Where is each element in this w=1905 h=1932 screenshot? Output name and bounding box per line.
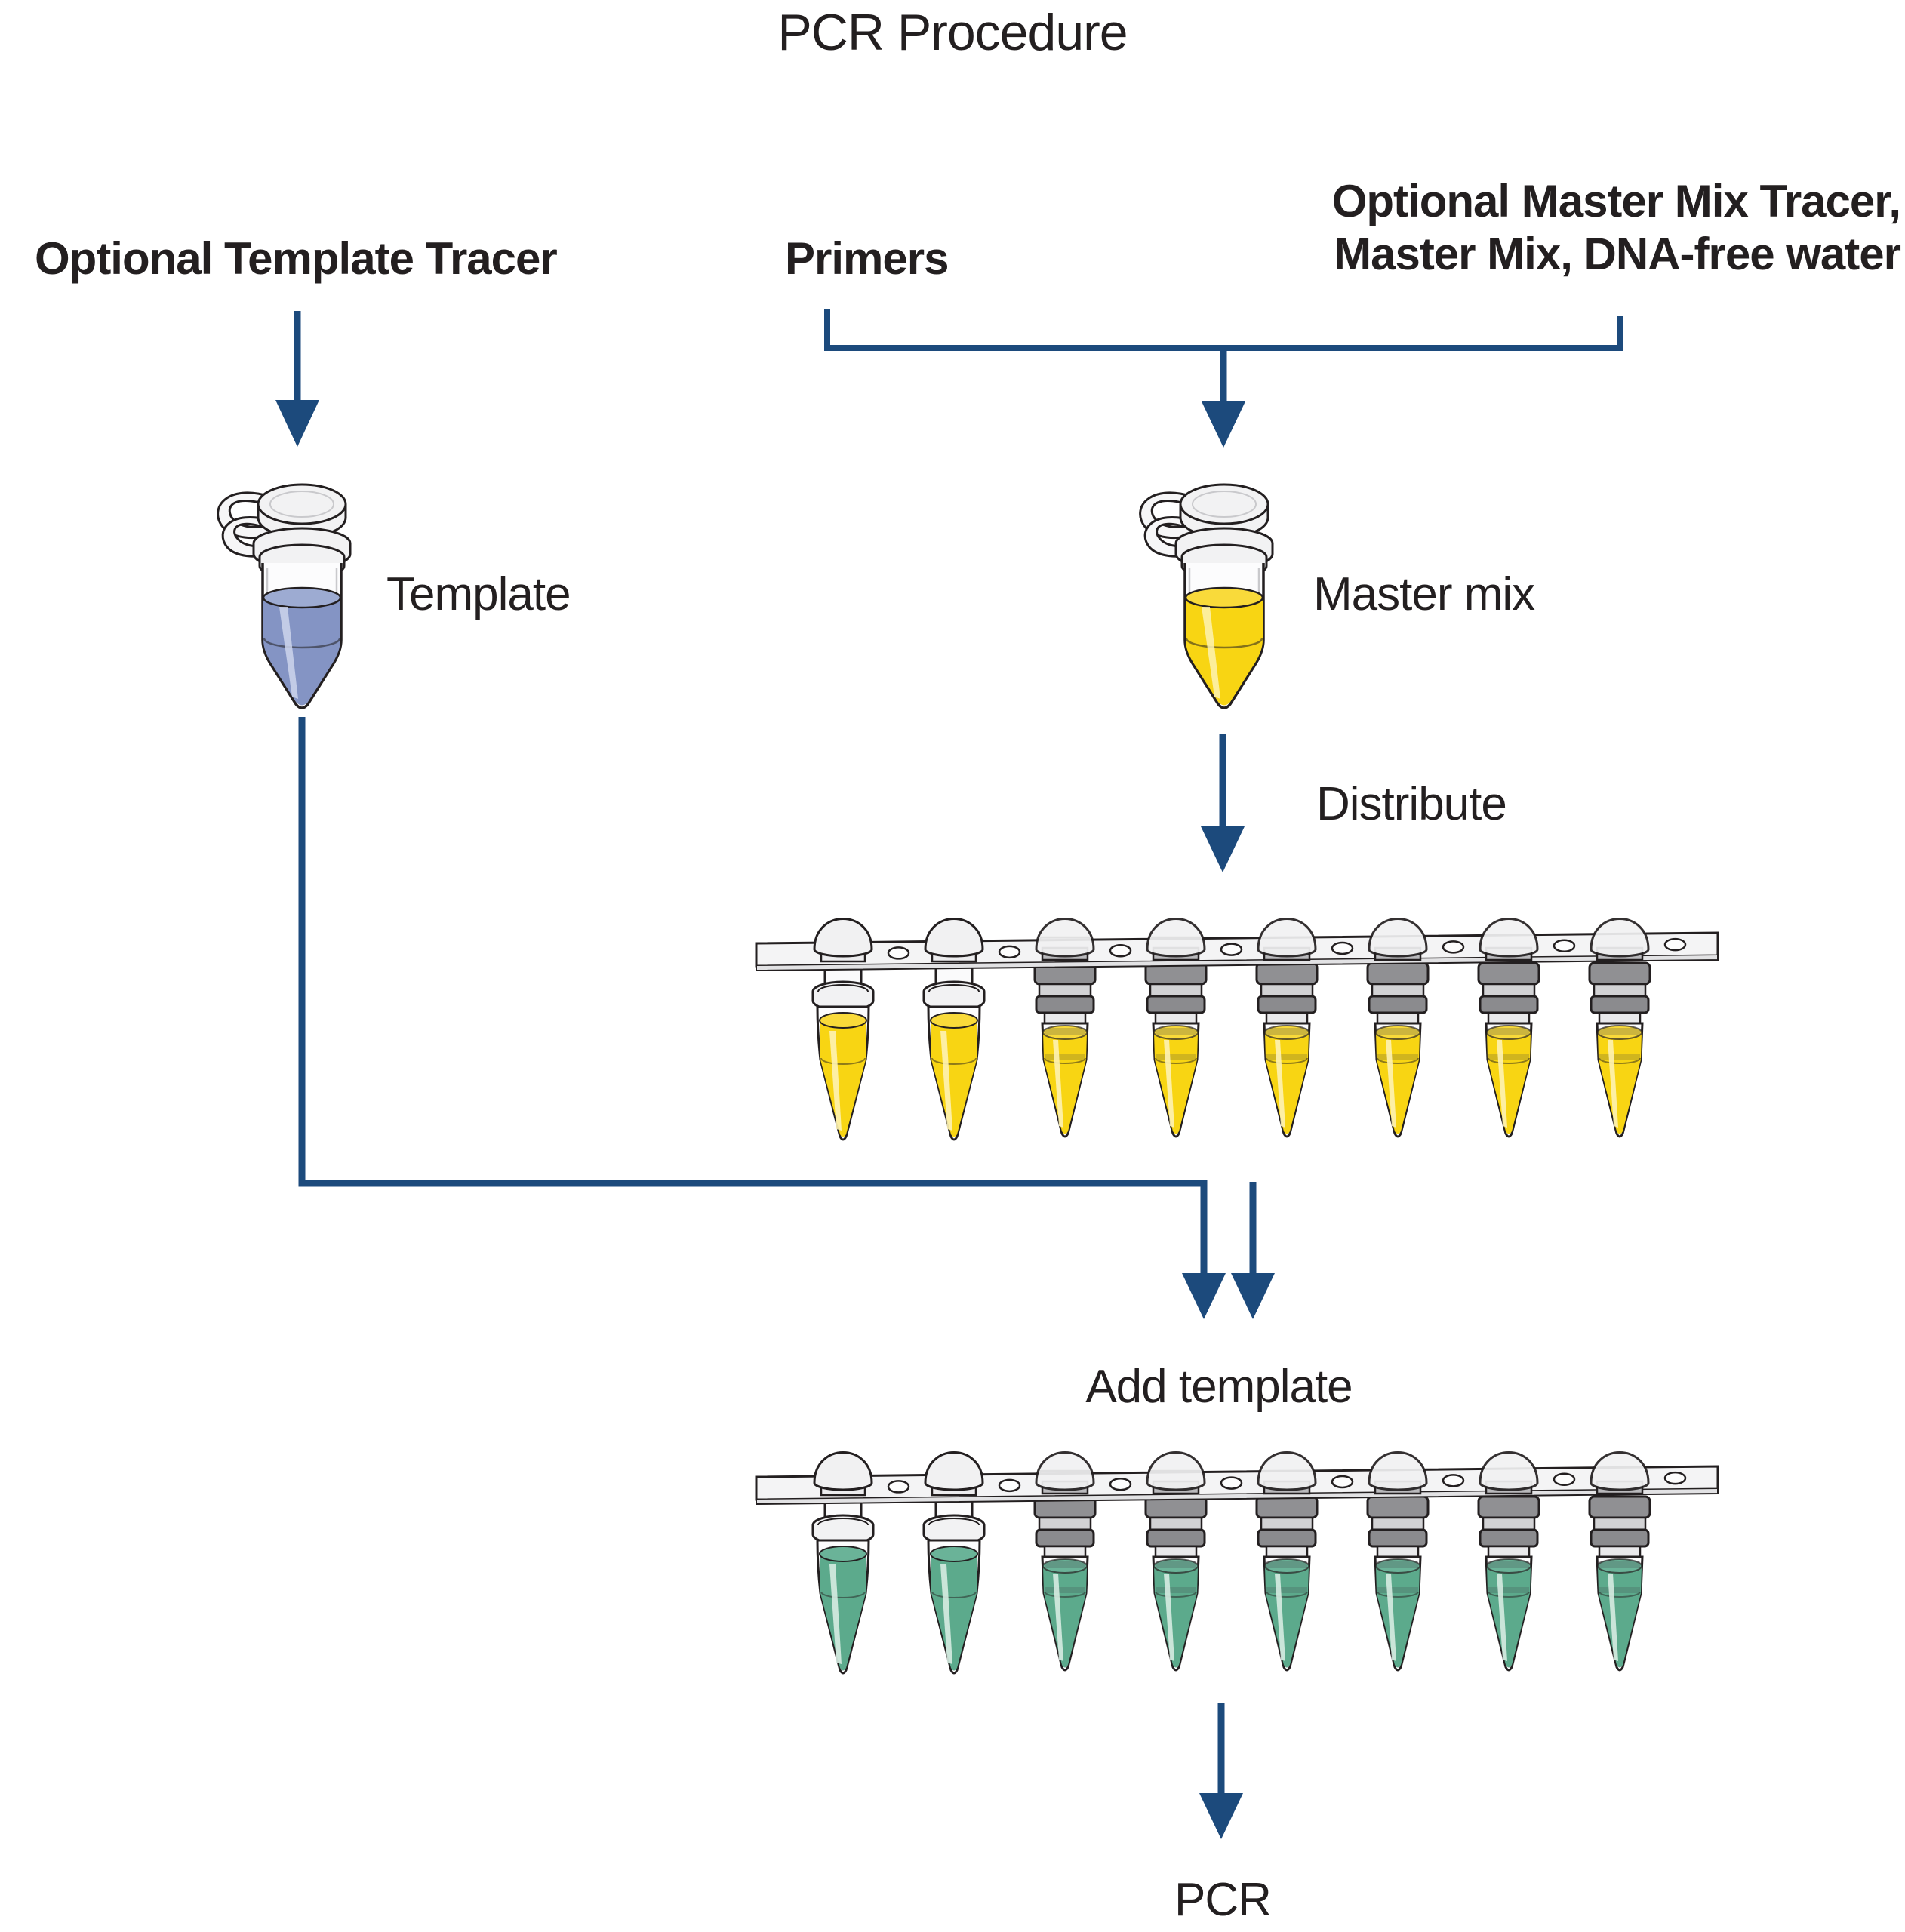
label-optional-master-mix-line2: Master Mix, DNA-free water: [1334, 229, 1901, 279]
master-mix-strip: [755, 918, 1719, 1141]
template-added-strip: [755, 1451, 1719, 1675]
label-template: Template: [386, 568, 571, 620]
label-optional-template-tracer: Optional Template Tracer: [35, 233, 558, 284]
label-pcr: PCR: [1174, 1874, 1272, 1926]
template-tube: [216, 483, 352, 709]
connector-primers-mastermix: [824, 309, 1623, 448]
connector-template-to-add: [298, 717, 1226, 1319]
label-optional-master-mix-line1: Optional Master Mix Tracer,: [1331, 176, 1901, 226]
arrow-pcr: [1199, 1703, 1243, 1839]
arrow-mastermix-to-add: [1231, 1182, 1275, 1319]
master-mix-tube: [1138, 483, 1274, 709]
label-add-template: Add template: [1085, 1361, 1353, 1413]
label-master-mix: Master mix: [1313, 568, 1535, 620]
arrow-template-tracer: [275, 311, 319, 447]
label-primers: Primers: [785, 233, 949, 284]
page-title: PCR Procedure: [777, 4, 1128, 61]
label-optional-master-mix: Optional Master Mix Tracer, Master Mix, …: [1331, 175, 1901, 281]
label-distribute: Distribute: [1316, 778, 1507, 830]
arrow-distribute: [1201, 734, 1245, 872]
